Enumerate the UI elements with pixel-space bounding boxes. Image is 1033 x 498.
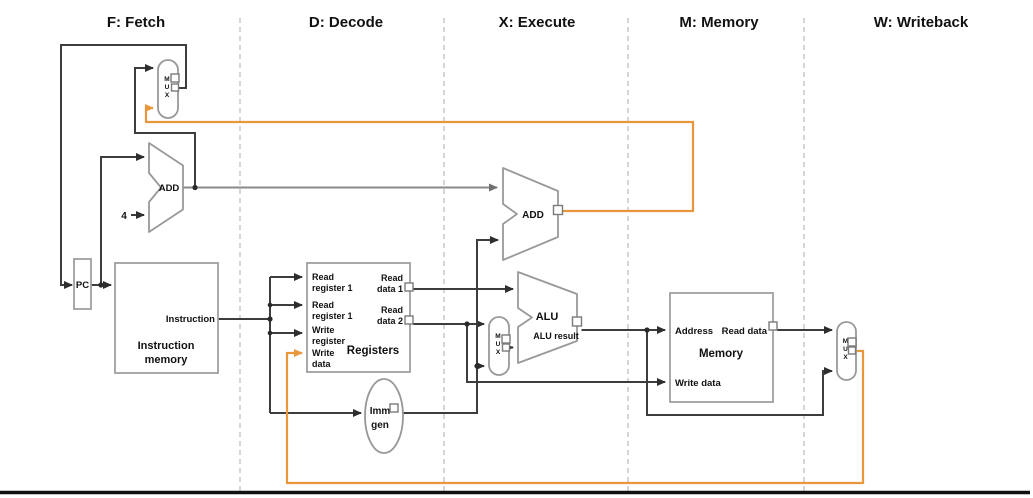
junction-dot — [192, 184, 198, 191]
read-data2-port — [404, 315, 414, 325]
write-reg-label-l1: Write — [312, 325, 334, 335]
read-data1-port — [404, 282, 414, 292]
mux-writeback-port-upper — [847, 337, 857, 347]
instruction-memory-box — [114, 262, 219, 374]
read-data2-label-l2: data 2 — [377, 316, 403, 326]
mux-execute-port-upper — [501, 334, 511, 344]
read-reg2-label-l2: register 1 — [312, 311, 353, 321]
read-data1-label-l2: data 1 — [377, 284, 403, 294]
wire-read-data2-to-memory-write — [466, 324, 666, 386]
mux-writeback-port-lower — [847, 346, 857, 355]
constant-four-label: 4 — [121, 211, 127, 222]
read-data2-label-l1: Read — [381, 305, 403, 315]
mux-writeback-letter-m: M — [843, 338, 848, 345]
instruction-output-label: Instruction — [166, 314, 215, 325]
mux-fetch-port-upper — [170, 73, 180, 83]
stage-header-memory: M: Memory — [679, 14, 759, 31]
wires-dark — [60, 44, 833, 417]
read-data1-label-l1: Read — [381, 273, 403, 283]
mux-fetch-letter-m: M — [164, 76, 169, 83]
pc-label: PC — [76, 280, 89, 291]
mux-writeback-letter-u: U — [843, 346, 848, 353]
wire-pc-plus4-to-mux — [134, 64, 196, 188]
memory-title: Memory — [699, 348, 744, 360]
wire-alu-result-bypass-to-writeback-mux — [646, 330, 833, 416]
memory-read-data-port — [768, 321, 778, 331]
memory-read-data-label: Read data — [722, 326, 768, 337]
read-reg2-label-l1: Read — [312, 300, 334, 310]
imm-gen-ellipse — [364, 378, 404, 454]
mux-execute-port-lower — [501, 343, 511, 352]
pc-adder-block: ADD 4 — [121, 142, 184, 233]
mux-writeback-letter-x: X — [843, 354, 848, 361]
wires-orange — [144, 104, 865, 485]
alu-label: ALU — [536, 311, 559, 323]
branch-adder-port — [552, 204, 564, 216]
junction-dot — [644, 327, 650, 333]
registers-title: Registers — [347, 345, 399, 357]
pc-adder-label: ADD — [159, 183, 180, 194]
branch-adder-shape — [502, 167, 559, 261]
data-memory-box — [669, 292, 774, 403]
alu-block: ALU ALU result — [517, 271, 583, 364]
write-data-label-l1: Write — [312, 348, 334, 358]
wire-writeback-to-write-data — [285, 349, 865, 485]
wire-junctions — [98, 184, 650, 369]
mux-fetch-block: M U X — [157, 59, 180, 119]
junction-dot — [98, 282, 104, 288]
stage-header-writeback: W: Writeback — [874, 14, 969, 31]
stage-headers: F: Fetch D: Decode X: Execute M: Memory … — [107, 14, 969, 31]
junction-dot — [267, 330, 273, 336]
read-reg1-label-l2: register 1 — [312, 283, 353, 293]
imm-gen-port — [389, 403, 399, 413]
registers-box — [306, 262, 411, 373]
alu-result-label: ALU result — [533, 331, 579, 341]
imm-gen-label-l2: gen — [371, 420, 389, 431]
write-reg-label-l2: register — [312, 336, 346, 346]
instruction-memory-title-line1: Instruction — [138, 340, 195, 352]
pc-adder-shape — [148, 142, 184, 233]
mux-fetch-letter-x: X — [165, 92, 170, 99]
imm-gen-block: Imm gen — [364, 378, 404, 454]
branch-adder-block: ADD — [502, 167, 564, 261]
stage-header-fetch: F: Fetch — [107, 14, 165, 31]
wire-next-pc-loop — [60, 44, 187, 289]
wire-branch-target-feedback — [144, 104, 695, 213]
registers-block: Read register 1 Read register 1 Write re… — [306, 262, 414, 373]
stage-header-execute: X: Execute — [499, 14, 576, 31]
mux-fetch-port-lower — [170, 83, 180, 92]
mux-writeback-block: M U X — [836, 321, 857, 381]
instruction-memory-block: Instruction Instruction memory — [114, 262, 219, 374]
pc-box — [73, 258, 92, 310]
junction-dot — [464, 321, 470, 327]
wire-pc-to-pc-adder — [100, 153, 145, 285]
stage-separators — [239, 18, 805, 491]
junction-dot — [267, 302, 273, 308]
mux-fetch-letter-u: U — [165, 84, 170, 91]
wire-imm-to-branch-adder — [400, 236, 499, 414]
stage-header-decode: D: Decode — [309, 14, 383, 31]
write-data-label-l2: data — [312, 359, 332, 369]
data-memory-block: Address Read data Memory Write data — [669, 292, 778, 403]
pc-block: PC — [73, 258, 92, 310]
read-reg1-label-l1: Read — [312, 272, 334, 282]
memory-write-data-label: Write data — [675, 378, 721, 389]
instruction-memory-title-line2: memory — [145, 354, 189, 366]
mux-execute-letter-m: M — [495, 333, 500, 340]
branch-adder-label: ADD — [522, 210, 544, 221]
alu-shape — [517, 271, 578, 364]
junction-dot — [267, 316, 273, 322]
mux-execute-letter-u: U — [496, 341, 501, 348]
imm-gen-label-l1: Imm — [370, 406, 391, 417]
alu-result-port — [571, 316, 583, 327]
junction-dot — [474, 363, 480, 369]
memory-address-label: Address — [675, 326, 713, 337]
mux-execute-block: M U X — [488, 316, 511, 376]
mux-execute-letter-x: X — [496, 349, 501, 356]
